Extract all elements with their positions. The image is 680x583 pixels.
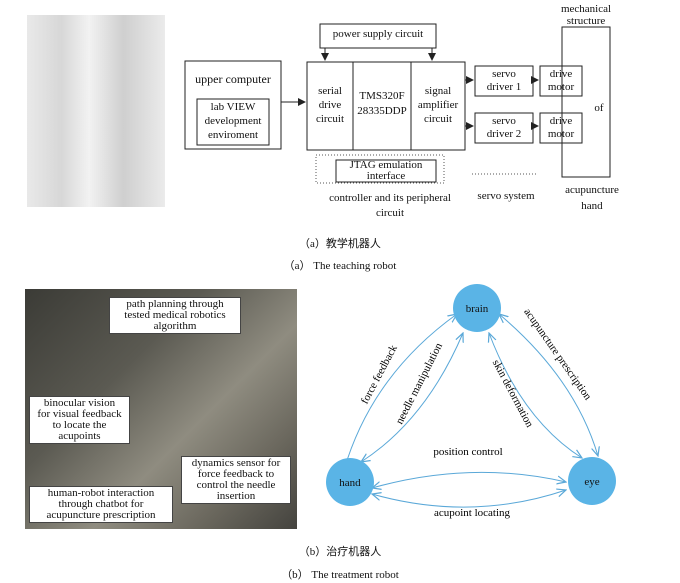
signal-amp-label: signal amplifier circuit [417, 85, 459, 125]
drive-motor-2-box [539, 112, 583, 144]
hand-node [326, 458, 374, 506]
servo-driver-1-label: servo driver 1 [486, 68, 522, 93]
drive-motor-2-label: drive motor [547, 115, 575, 140]
binocular-vision-note: binocular vision for visual feedback to … [29, 396, 130, 444]
servo-system-caption: servo system [477, 190, 535, 202]
needle-manipulation-label: needle manipulation [394, 341, 446, 427]
mechanical-structure-label: mechanical structure [560, 3, 612, 27]
caption-a-en: （a） The teaching robot [283, 260, 397, 272]
upper-computer-label: upper computer [195, 72, 271, 86]
caption-a-cn: （a）教学机器人 [299, 238, 381, 250]
controller-box [306, 61, 466, 151]
skin-deformation-label: skin deformation [490, 358, 536, 430]
brain-label: brain [466, 303, 489, 315]
position-control-label: position control [433, 446, 502, 458]
eye-node [568, 457, 616, 505]
acupoint-locating-label: acupoint locating [434, 507, 511, 519]
power-supply-box [319, 23, 437, 49]
teaching-robot-photo [27, 15, 165, 207]
upper-computer-box [184, 60, 282, 150]
drive-motor-1-box [539, 65, 583, 97]
serial-drive-label: serial drive circuit [315, 85, 345, 125]
hand-label: hand [339, 477, 361, 489]
path-planning-note: path planning through tested medical rob… [109, 297, 241, 334]
eye-label: eye [584, 476, 599, 488]
dynamics-sensor-note: dynamics sensor for force feedback to co… [181, 456, 291, 504]
controller-caption: controller and its peripheral circuit [329, 192, 451, 219]
dsp-label: TMS320F 28335DDP [357, 90, 407, 117]
acupuncture-prescription-label: acupuncture prescription [521, 306, 594, 403]
caption-b-en: （b） The treatment robot [281, 569, 399, 581]
of-label: of [594, 102, 604, 114]
labview-box [196, 98, 270, 146]
servo-driver-2-label: servo driver 2 [486, 115, 522, 140]
drive-motor-1-label: drive motor [547, 68, 575, 93]
caption-b-cn: （b）治疗机器人 [298, 546, 382, 558]
power-supply-label: power supply circuit [332, 28, 424, 40]
brain-node [453, 284, 501, 332]
jtag-box [335, 159, 437, 183]
jtag-label: JTAG emulation interface [349, 159, 423, 182]
mechanical-structure-box [561, 26, 611, 178]
labview-label: lab VIEW development enviroment [204, 101, 262, 141]
force-feedback-label: force feedback [359, 343, 400, 406]
hri-note: human-robot interaction through chatbot … [29, 486, 173, 523]
acupuncture-hand-label: acupuncture hand [565, 184, 619, 212]
triangle-graph [344, 314, 598, 508]
